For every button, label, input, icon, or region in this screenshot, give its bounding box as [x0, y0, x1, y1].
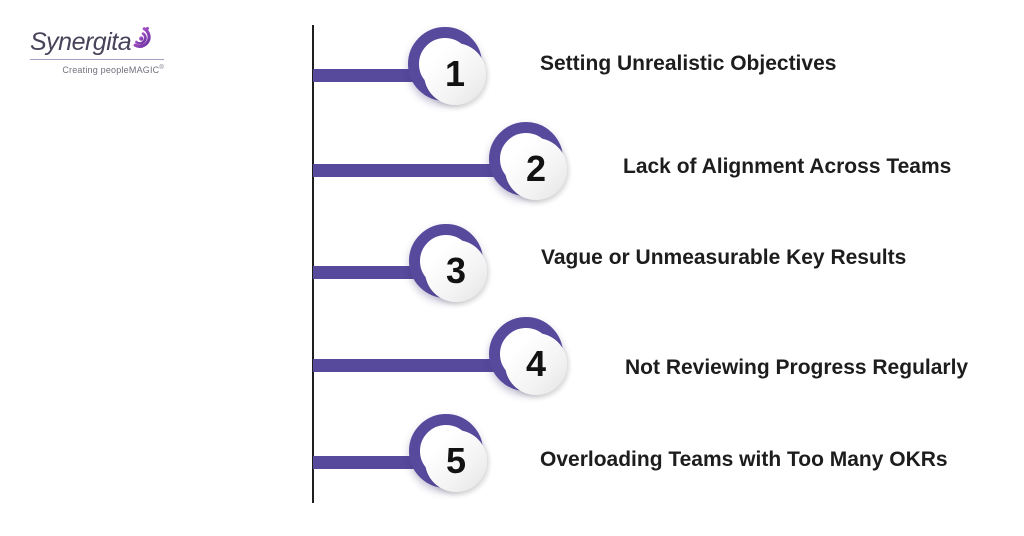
- brand-tagline-text: Creating peopleMAGIC: [62, 65, 160, 75]
- step-label: Overloading Teams with Too Many OKRs: [540, 448, 948, 471]
- step-circle: 4: [489, 317, 567, 395]
- step-label: Setting Unrealistic Objectives: [540, 52, 837, 75]
- logo-divider: [30, 59, 164, 60]
- step-circle: 5: [409, 414, 487, 492]
- step-circle: 1: [408, 27, 486, 105]
- step-number: 3: [425, 240, 487, 302]
- connector-bar: [313, 164, 543, 177]
- step-number: 2: [505, 138, 567, 200]
- peacock-swirl-icon: [133, 26, 151, 48]
- brand-name: Synergita: [30, 28, 132, 56]
- step-label: Lack of Alignment Across Teams: [623, 155, 952, 178]
- logo-row: Synergita: [30, 26, 164, 57]
- step-circle: 2: [489, 122, 567, 200]
- step-number: 5: [425, 430, 487, 492]
- timeline-spine: [312, 25, 314, 503]
- registered-mark: ®: [159, 65, 164, 71]
- step-number: 4: [505, 333, 567, 395]
- step-number: 1: [424, 43, 486, 105]
- step-label: Vague or Unmeasurable Key Results: [541, 246, 907, 269]
- connector-bar: [313, 359, 543, 372]
- step-circle: 3: [409, 224, 487, 302]
- synergita-logo: Synergita Creating peopleMAGIC®: [30, 26, 164, 75]
- brand-tagline: Creating peopleMAGIC®: [30, 63, 164, 75]
- step-label: Not Reviewing Progress Regularly: [625, 356, 969, 379]
